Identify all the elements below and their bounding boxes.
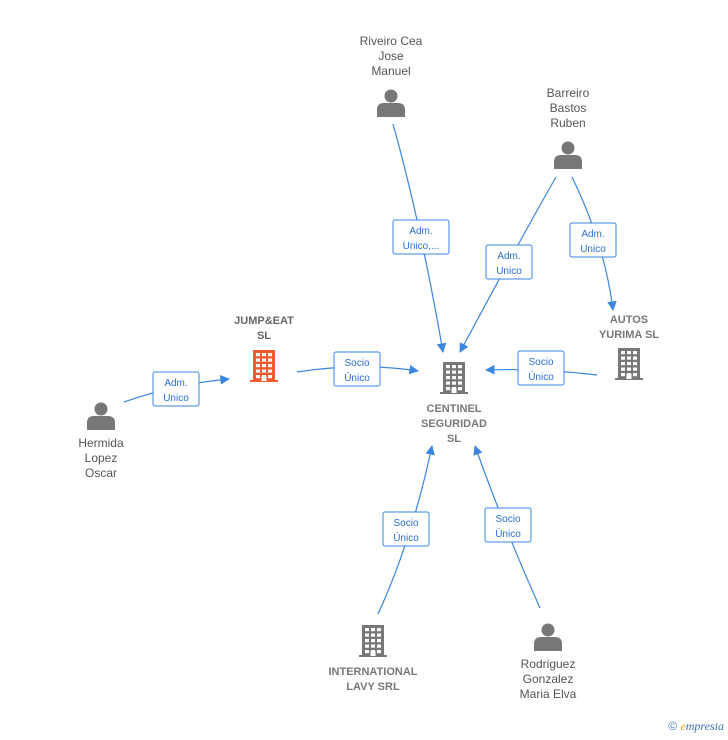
- person-icon: [377, 89, 405, 117]
- node-autos[interactable]: AUTOS YURIMA SL: [599, 314, 659, 380]
- edge-label-text: Adm.: [581, 229, 604, 240]
- node-label: LAVY SRL: [346, 681, 400, 693]
- node-label: Gonzalez: [523, 672, 574, 686]
- node-label: Lopez: [85, 451, 118, 465]
- edge-labels-layer: Adm.Unico,...Adm.UnicoAdm.UnicoSocioÚnic…: [152, 219, 617, 547]
- node-label: JUMP&EAT: [234, 315, 294, 327]
- edge-label-text: Único: [393, 531, 419, 544]
- node-label: Manuel: [371, 64, 410, 78]
- node-label: CENTINEL: [427, 403, 482, 415]
- node-label: YURIMA SL: [599, 329, 659, 341]
- nodes-layer: Riveiro CeaJoseManuelBarreiroBastosRuben…: [78, 34, 659, 701]
- node-label: Riveiro Cea: [360, 34, 423, 48]
- edge-label[interactable]: Adm. Unico: [152, 371, 200, 407]
- node-label: Bastos: [550, 101, 587, 115]
- edge-label-text: Adm.: [164, 378, 187, 389]
- empresia-watermark[interactable]: © empresia: [668, 719, 724, 734]
- edge-label[interactable]: Adm. Unico: [569, 222, 617, 258]
- node-label: Barreiro: [547, 86, 590, 100]
- edge-label[interactable]: Adm. Unico,...: [392, 219, 450, 255]
- node-centinel[interactable]: CENTINEL SEGURIDAD SL: [421, 362, 487, 445]
- edge-label-box: [392, 219, 450, 255]
- node-label: SEGURIDAD: [421, 418, 487, 430]
- edge-label-text: Unico: [163, 393, 189, 404]
- person-icon: [554, 141, 582, 169]
- edge-label-box: [517, 350, 565, 386]
- edge-label-text: Adm.: [409, 226, 432, 237]
- node-label: Oscar: [85, 466, 117, 480]
- edge-label-text: Unico: [496, 266, 522, 277]
- edge-label-text: Unico,...: [403, 241, 440, 252]
- node-label: Hermida: [78, 436, 124, 450]
- node-label: SL: [257, 330, 271, 342]
- edge-label-text: Socio: [344, 358, 369, 369]
- edge-label-text: Único: [528, 370, 554, 383]
- building-icon: [250, 350, 278, 382]
- person-icon: [534, 623, 562, 651]
- brand-logo: empresia: [680, 719, 724, 733]
- edge-label[interactable]: Adm. Unico: [485, 244, 533, 280]
- edge-label-text: Socio: [393, 518, 418, 529]
- node-label: Ruben: [550, 116, 585, 130]
- edge-label-box: [485, 244, 533, 280]
- edge-label-text: Socio: [528, 357, 553, 368]
- node-label: SL: [447, 433, 461, 445]
- node-international[interactable]: INTERNATIONAL LAVY SRL: [328, 625, 418, 693]
- node-label: Maria Elva: [520, 687, 577, 701]
- edge-label-box: [382, 511, 430, 547]
- edge-label-text: Socio: [495, 514, 520, 525]
- building-icon: [440, 362, 468, 394]
- edge-label-box: [484, 507, 532, 543]
- edge-label-box: [333, 351, 381, 387]
- node-label: Jose: [378, 49, 404, 63]
- edge-label-text: Adm.: [497, 251, 520, 262]
- building-icon: [359, 625, 387, 657]
- edge-label-text: Único: [344, 371, 370, 384]
- copyright-symbol: ©: [668, 719, 678, 733]
- edge-label-box: [152, 371, 200, 407]
- person-icon: [87, 402, 115, 430]
- node-label: Rodriguez: [521, 657, 576, 671]
- edge-label-box: [569, 222, 617, 258]
- node-jumpeat[interactable]: JUMP&EAT SL: [234, 315, 294, 382]
- edge-label-text: Único: [495, 527, 521, 540]
- edge-label-text: Unico: [580, 244, 606, 255]
- building-icon: [615, 348, 643, 380]
- node-label: AUTOS: [610, 314, 648, 326]
- node-label: INTERNATIONAL: [328, 666, 417, 678]
